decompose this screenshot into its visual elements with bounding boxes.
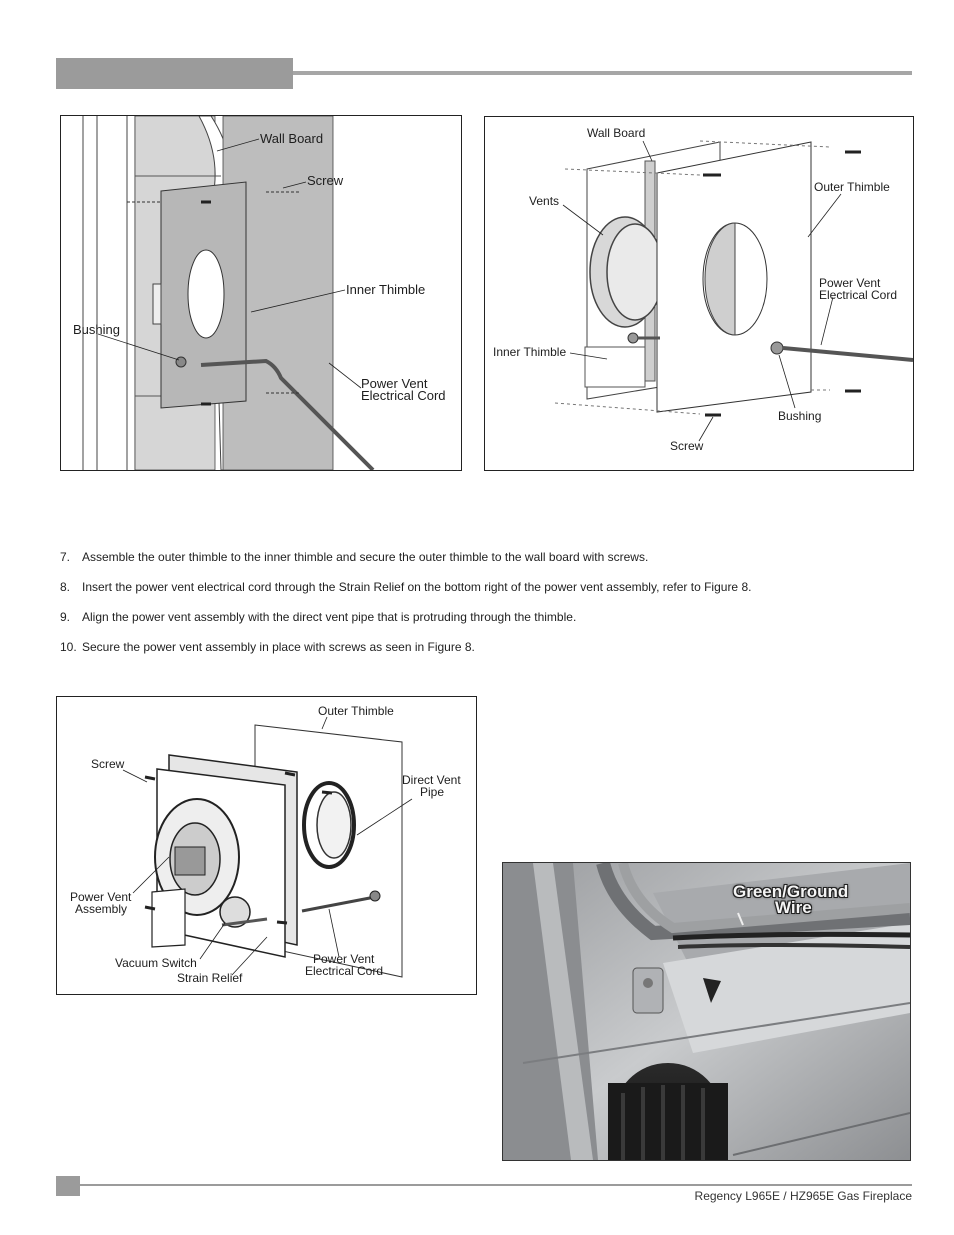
label-screw: Screw (91, 757, 125, 771)
label-wall-board: Wall Board (587, 126, 646, 140)
figure-inner-thimble: Wall Board Screw Inner Thimble Bushing P… (60, 115, 462, 471)
footer-marker (56, 1176, 80, 1196)
label-cord-line2: Electrical Cord (361, 388, 446, 403)
label-cord-line1: Power Vent (361, 376, 428, 391)
label-direct-vent-line2: Pipe (420, 785, 445, 799)
label-cord-line2: Electrical Cord (819, 288, 898, 302)
label-cord-line1: Power Vent (313, 952, 375, 966)
label-vacuum-switch: Vacuum Switch (115, 956, 197, 970)
step-item: 7.Assemble the outer thimble to the inne… (60, 550, 649, 564)
step-item: 9.Align the power vent assembly with the… (60, 610, 577, 624)
label-cord-line2: Electrical Cord (305, 964, 384, 978)
figure-outer-thimble-drawing (485, 117, 913, 470)
label-strain-relief: Strain Relief (177, 971, 243, 985)
label-direct-vent-line1: Direct Vent (402, 773, 461, 787)
label-vents: Vents (529, 194, 560, 208)
label-green-ground-line2: Wire (775, 898, 812, 917)
header-rule (293, 71, 912, 75)
photo-green-ground-wire: Green/Ground Wire (502, 862, 911, 1161)
step-item: 10.Secure the power vent assembly in pla… (60, 640, 475, 654)
label-outer-thimble: Outer Thimble (318, 704, 394, 718)
footer-rule (80, 1184, 912, 1186)
label-bushing: Bushing (73, 322, 120, 337)
figure-inner-thimble-drawing (61, 116, 461, 470)
figure-power-vent-drawing (57, 697, 476, 994)
label-inner-thimble: Inner Thimble (493, 345, 567, 359)
label-inner-thimble: Inner Thimble (346, 282, 426, 297)
figure-power-vent-assembly: Outer Thimble Screw Direct Vent Pipe Pow… (56, 696, 477, 995)
label-outer-thimble: Outer Thimble (814, 180, 890, 194)
label-green-ground-line1: Green/Ground (733, 882, 849, 901)
label-wall-board: Wall Board (260, 131, 324, 146)
figure-outer-thimble: Wall Board Vents Outer Thimble Power Ven… (484, 116, 914, 471)
label-pv-assembly-line2: Assembly (75, 902, 128, 916)
label-bushing: Bushing (778, 409, 822, 423)
photo-drawing (503, 863, 910, 1160)
label-screw: Screw (307, 173, 344, 188)
label-pv-assembly-line1: Power Vent (70, 890, 132, 904)
footer-title: Regency L965E / HZ965E Gas Fireplace (694, 1189, 912, 1203)
header-tab (56, 58, 293, 89)
label-cord-line1: Power Vent (819, 276, 881, 290)
step-item: 8.Insert the power vent electrical cord … (60, 580, 752, 594)
label-screw: Screw (670, 439, 704, 453)
